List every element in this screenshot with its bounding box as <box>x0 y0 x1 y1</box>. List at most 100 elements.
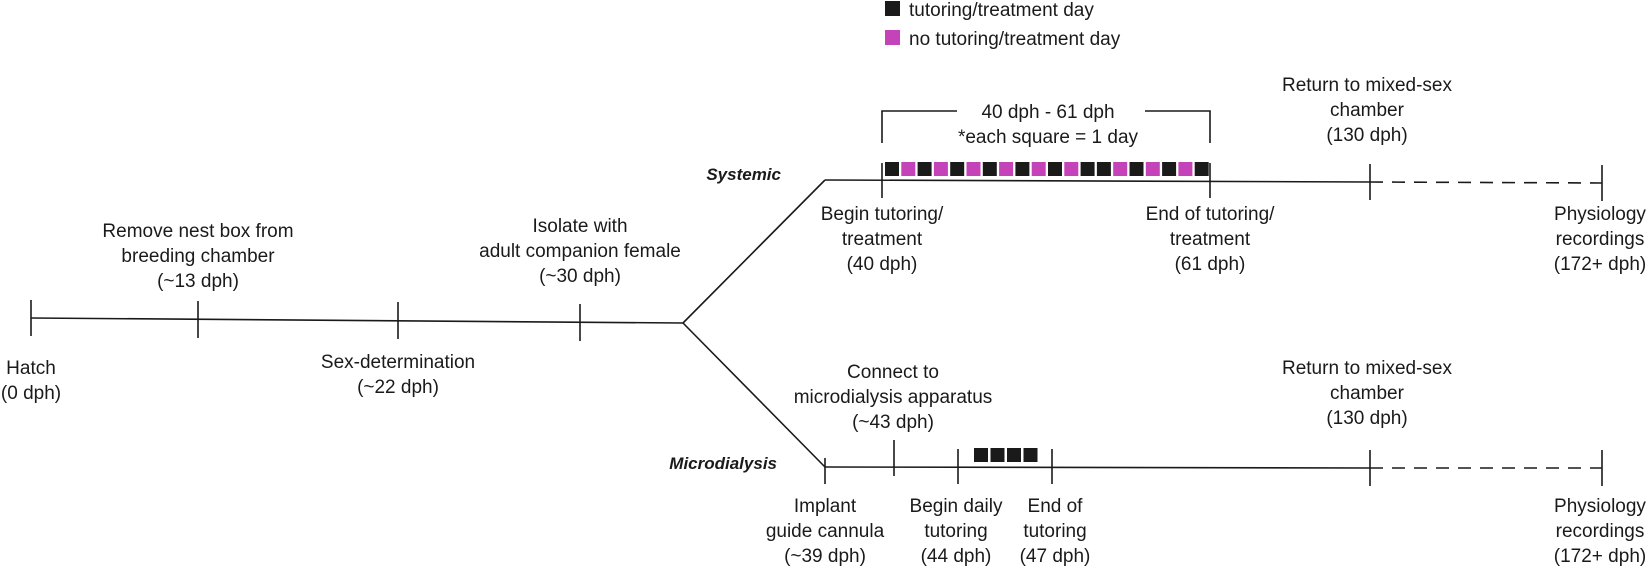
label-md-return: Return to mixed-sex chamber (130 dph) <box>1282 358 1453 429</box>
microdialysis-day-squares <box>974 448 1038 462</box>
label-line: End of tutoring/ <box>1146 204 1276 225</box>
microdialysis-line <box>824 466 1371 469</box>
label-line: (172+ dph) <box>1554 546 1646 567</box>
label-line: (~22 dph) <box>357 377 439 398</box>
day-square-no-treatment <box>1113 162 1128 176</box>
label-md-connect: Connect to microdialysis apparatus (~43 dp… <box>794 362 993 433</box>
label-line: End of <box>1028 496 1084 517</box>
label-line: (130 dph) <box>1326 125 1407 146</box>
day-square-treatment <box>1129 162 1144 176</box>
day-square-treatment <box>917 162 932 176</box>
label-line: treatment <box>1170 229 1251 250</box>
day-square-treatment <box>1162 162 1177 176</box>
day-square-no-treatment <box>1178 162 1193 176</box>
label-line: Begin daily <box>910 496 1003 517</box>
label-line: Hatch <box>6 358 56 379</box>
day-square-no-treatment <box>933 162 948 176</box>
day-square-no-treatment <box>966 162 981 176</box>
day-square-treatment <box>1048 162 1062 176</box>
label-line: (44 dph) <box>921 546 992 567</box>
day-square-no-treatment <box>1064 162 1079 176</box>
label-line: microdialysis apparatus <box>794 387 993 408</box>
label-line: (130 dph) <box>1326 408 1407 429</box>
bracket-right <box>1145 110 1211 143</box>
day-square-no-treatment <box>1145 162 1160 176</box>
day-square-treatment <box>974 448 988 462</box>
label-line: (61 dph) <box>1175 254 1246 275</box>
day-square-treatment <box>885 162 899 176</box>
label-line: tutoring <box>924 521 987 542</box>
day-square-no-treatment <box>1031 162 1046 176</box>
systemic-line <box>824 179 1371 183</box>
trunk-line <box>30 317 684 324</box>
label-sys-end: End of tutoring/treatment (61 dph) <box>1146 204 1276 275</box>
label-line: Physiology <box>1554 204 1646 225</box>
legend: tutoring/treatment day no tutoring/treat… <box>885 0 1121 50</box>
trunk-timeline <box>30 300 684 341</box>
bracket-label-range: 40 dph - 61 dph <box>981 102 1114 123</box>
day-square-treatment <box>1080 162 1095 176</box>
label-line: (47 dph) <box>1020 546 1091 567</box>
branch-label-systemic: Systemic <box>706 165 781 184</box>
legend-swatch-no-treatment <box>885 30 900 45</box>
label-line: Implant <box>794 496 857 517</box>
label-isolate: Isolate with adult companion female (~30 d… <box>479 216 681 287</box>
label-sys-physiology: Physiology recordings (172+ dph) <box>1554 204 1647 275</box>
day-bracket: 40 dph - 61 dph *each square = 1 day <box>881 102 1211 148</box>
label-md-physiology: Physiology recordings (172+ dph) <box>1554 496 1647 567</box>
day-square-no-treatment <box>999 162 1014 176</box>
label-nest-box: Remove nest box from breeding chamber (~13… <box>102 221 293 292</box>
label-hatch: Hatch (0 dph) <box>1 358 61 404</box>
branch-line-systemic <box>682 179 826 324</box>
label-line: (~39 dph) <box>784 546 866 567</box>
label-sex-determination: Sex-determination (~22 dph) <box>321 352 475 398</box>
day-square-treatment <box>1007 448 1021 462</box>
label-line: Remove nest box from <box>102 221 293 242</box>
label-line: guide cannula <box>766 521 885 542</box>
label-line: recordings <box>1556 521 1645 542</box>
systemic-timeline <box>824 162 1603 201</box>
day-square-treatment <box>1015 162 1030 176</box>
label-line: recordings <box>1556 229 1645 250</box>
label-sys-begin: Begin tutoring/treatment (40 dph) <box>821 204 944 275</box>
label-md-begin: Begin daily tutoring (44 dph) <box>910 496 1003 567</box>
label-line: Return to mixed-sex <box>1282 358 1453 379</box>
label-line: (~30 dph) <box>539 266 621 287</box>
bracket-label-note: *each square = 1 day <box>958 127 1139 148</box>
label-md-implant: Implant guide cannula (~39 dph) <box>766 496 885 567</box>
label-line: (172+ dph) <box>1554 254 1646 275</box>
label-line: treatment <box>842 229 923 250</box>
label-line: (0 dph) <box>1 383 61 404</box>
label-line: (~43 dph) <box>852 412 934 433</box>
systemic-day-squares <box>885 162 1209 176</box>
label-line: (~13 dph) <box>157 271 239 292</box>
systemic-dashed-line <box>1369 181 1603 184</box>
label-line: adult companion female <box>479 241 681 262</box>
day-square-treatment <box>1194 162 1209 176</box>
label-line: Isolate with <box>532 216 627 237</box>
day-square-treatment <box>982 162 997 176</box>
label-line: (40 dph) <box>847 254 918 275</box>
day-square-treatment <box>990 448 1005 462</box>
legend-label-treatment: tutoring/treatment day <box>909 0 1094 21</box>
branch-line-microdialysis <box>682 322 826 468</box>
day-square-treatment <box>1096 162 1111 176</box>
label-line: chamber <box>1330 100 1405 121</box>
label-line: chamber <box>1330 383 1405 404</box>
label-line: Connect to <box>847 362 939 383</box>
bracket-left <box>881 110 957 143</box>
legend-label-no-treatment: no tutoring/treatment day <box>909 29 1121 50</box>
day-square-no-treatment <box>901 162 916 176</box>
label-line: Physiology <box>1554 496 1646 517</box>
legend-swatch-treatment <box>885 1 900 16</box>
label-line: breeding chamber <box>121 246 275 267</box>
label-line: Begin tutoring/ <box>821 204 944 225</box>
day-square-treatment <box>1023 448 1038 462</box>
branch-label-microdialysis: Microdialysis <box>669 454 777 473</box>
microdialysis-timeline <box>824 440 1603 486</box>
label-line: Sex-determination <box>321 352 475 373</box>
day-square-treatment <box>950 162 965 176</box>
